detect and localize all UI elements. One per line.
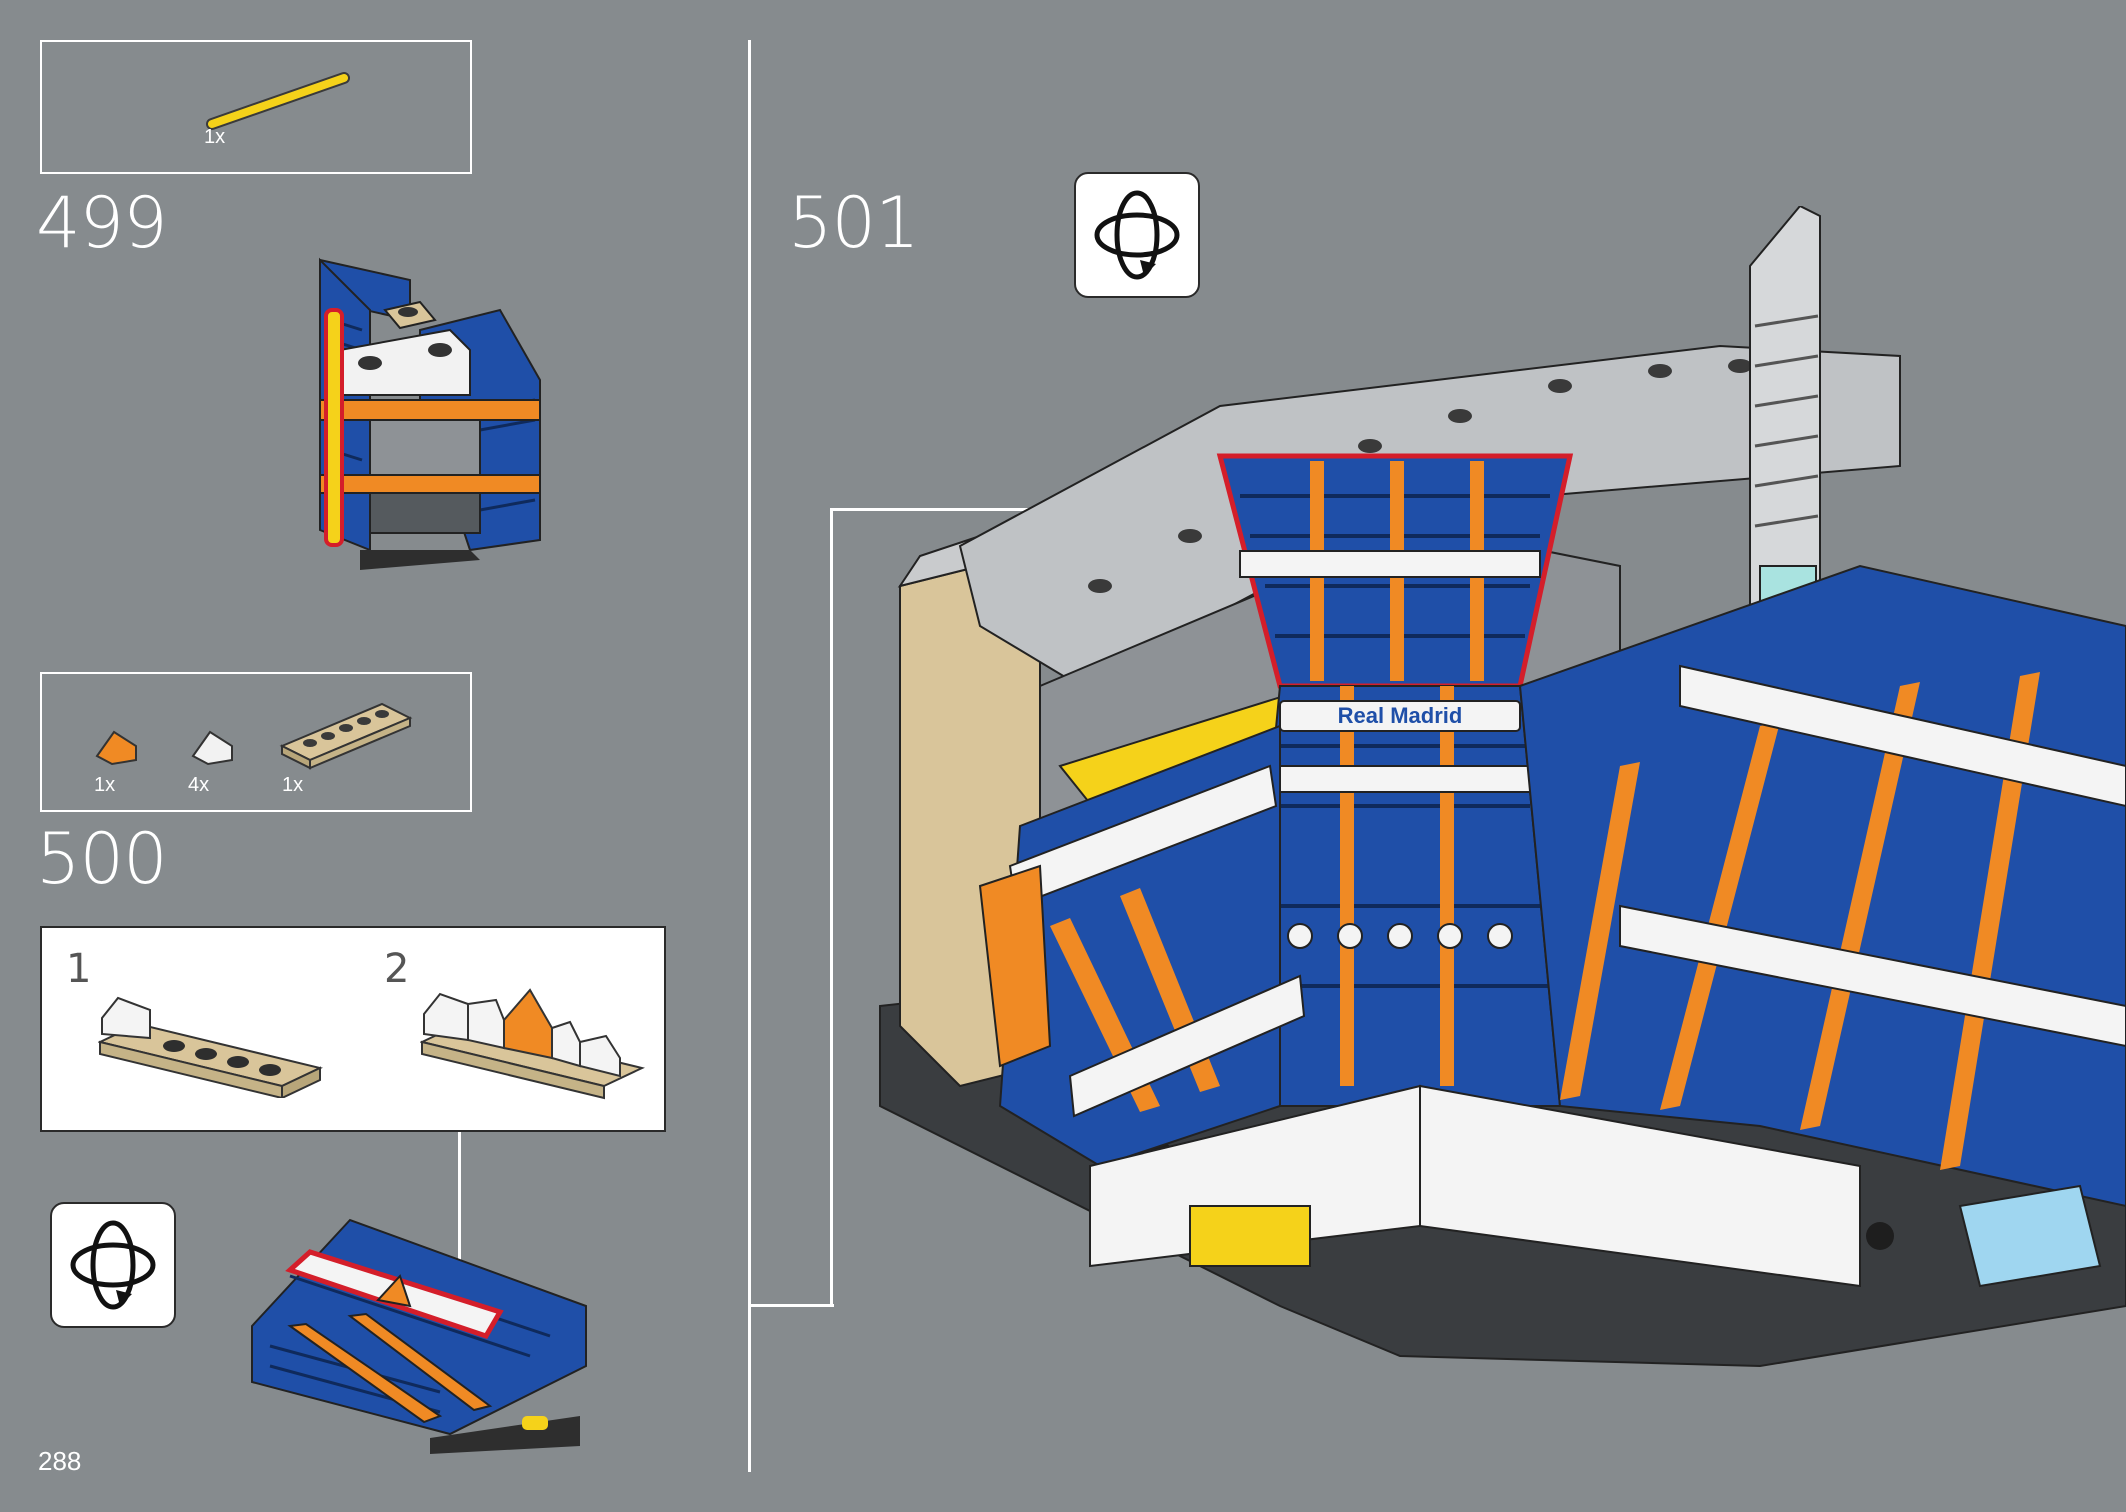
rotate-model-icon: [1074, 172, 1200, 298]
parts-callout-500: 1x 4x 1x: [40, 672, 472, 812]
part-qty: 1x: [282, 774, 304, 796]
stadium-model: Real Madrid: [879, 206, 2126, 1368]
part-qty: 1x: [204, 126, 226, 148]
rotate-arrows-icon: [1094, 190, 1180, 280]
rotate-model-icon: [50, 1202, 176, 1328]
rotate-arrows-icon: [70, 1220, 156, 1310]
sub-assembly-pointer: [458, 1132, 461, 1292]
orange-slope-part: [95, 730, 137, 766]
part-qty: 4x: [188, 774, 210, 796]
step-number-501: 501: [788, 182, 920, 264]
sub-assembly-panel: 1 2: [40, 926, 666, 1132]
step-number-500: 500: [36, 818, 168, 900]
callout-line-vertical: [830, 508, 833, 1307]
banner-text: Real Madrid: [1338, 703, 1463, 728]
parts-callout-499: 1x: [40, 40, 472, 174]
sub-step-label: 2: [384, 946, 410, 992]
yellow-bar-part: [206, 72, 350, 130]
step-499-assembly: [319, 257, 541, 570]
column-divider: [748, 40, 751, 1472]
step-500-assembly: [251, 1218, 587, 1454]
sub-step-label: 1: [66, 946, 92, 992]
page-number: 288: [38, 1446, 82, 1476]
sub-step-2-illustration: [420, 988, 645, 1100]
tan-plate-part: [279, 702, 413, 770]
sub-step-1-illustration: [98, 996, 323, 1098]
callout-line-horizontal-bottom: [750, 1304, 834, 1307]
part-qty: 1x: [94, 774, 116, 796]
step-number-499: 499: [36, 182, 168, 264]
white-slope-part: [191, 730, 233, 766]
